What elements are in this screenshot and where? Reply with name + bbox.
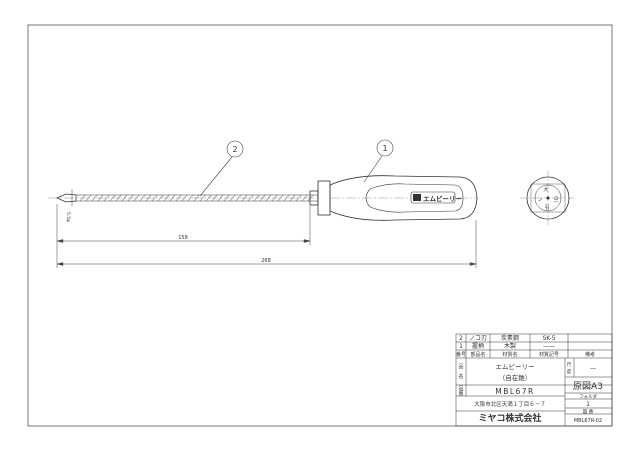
callout-2: 2 bbox=[199, 140, 244, 197]
flute-line bbox=[139, 194, 146, 202]
handle-collar bbox=[317, 180, 331, 216]
scale-label-2: 度 bbox=[567, 368, 572, 375]
scale-value: — bbox=[590, 365, 596, 372]
product-sub: （自在錐） bbox=[499, 373, 532, 382]
flute-line bbox=[193, 194, 200, 202]
folder-label: フォルダ bbox=[579, 393, 597, 400]
handle-grip-inner bbox=[365, 183, 464, 213]
product-name: エムビーリー bbox=[496, 362, 535, 371]
flute-line bbox=[241, 194, 248, 202]
flute-line bbox=[169, 194, 176, 202]
flute-line bbox=[115, 194, 122, 202]
company-address: 大阪市北区天満１丁目６－７ bbox=[474, 400, 546, 408]
row-1-no: 1 bbox=[459, 343, 463, 350]
flute-line bbox=[91, 194, 98, 202]
flute-line bbox=[235, 194, 242, 202]
flute-line bbox=[175, 194, 182, 202]
callout-2-label: 2 bbox=[232, 145, 237, 154]
flute-line bbox=[187, 194, 194, 202]
flute-line bbox=[133, 194, 140, 202]
end-mark-top: 大 bbox=[543, 186, 548, 193]
header-remarks: 備考 bbox=[585, 351, 595, 358]
flute-line bbox=[181, 194, 188, 202]
handle: エムビーリー bbox=[309, 175, 478, 221]
flute-line bbox=[151, 194, 158, 202]
flute-line bbox=[289, 194, 296, 202]
flute-line bbox=[211, 194, 218, 202]
flute-line bbox=[217, 194, 224, 202]
model-label-2: 番 bbox=[458, 390, 463, 397]
name-label-2: 名 bbox=[458, 373, 463, 380]
flute-line bbox=[103, 194, 110, 202]
row-1-name: 握柄 bbox=[472, 342, 484, 350]
flute-line bbox=[127, 194, 134, 202]
folder-value: 1 bbox=[586, 401, 590, 408]
header-name: 部品名 bbox=[470, 351, 485, 358]
callout-1-label: 1 bbox=[382, 144, 387, 153]
drawing-no-label: 図 番 bbox=[583, 408, 594, 415]
logo-mark-icon bbox=[413, 194, 421, 201]
drawing-number: MBL67R-02 bbox=[574, 418, 602, 424]
handle-logo-badge bbox=[410, 191, 456, 204]
drawing-size: 原図A3 bbox=[573, 381, 603, 392]
header-code: 材質記号 bbox=[539, 351, 559, 358]
end-view bbox=[520, 171, 576, 226]
drill-tip bbox=[56, 193, 77, 203]
flute-line bbox=[205, 194, 212, 202]
flute-line bbox=[307, 194, 314, 202]
flute-line bbox=[97, 194, 104, 202]
name-label-1: 品 bbox=[458, 364, 463, 370]
row-1-material: 木製 bbox=[504, 342, 516, 350]
flute-line bbox=[229, 194, 236, 202]
end-mark-left: ン bbox=[537, 197, 542, 203]
flute-line bbox=[259, 194, 266, 202]
model-number: MBL67R bbox=[495, 387, 535, 396]
row-2-code: SK-5 bbox=[542, 335, 555, 342]
row-2-no: 2 bbox=[459, 335, 463, 342]
flute-line bbox=[79, 194, 86, 202]
flute-line bbox=[163, 194, 170, 202]
row-2-material: 炭素鋼 bbox=[501, 334, 519, 342]
flute-line bbox=[247, 194, 254, 202]
row-2-name: ノコ刃 bbox=[469, 335, 487, 342]
dim-total-length: 268 bbox=[261, 258, 271, 264]
flute-line bbox=[145, 194, 152, 202]
flute-line bbox=[283, 194, 290, 202]
company-name: ミヤコ株式会社 bbox=[478, 412, 541, 424]
flute-line bbox=[301, 194, 308, 202]
model-label-1: 品 bbox=[458, 386, 463, 392]
flute-line bbox=[295, 194, 302, 202]
scale-label-1: 尺 bbox=[567, 362, 572, 368]
flute-line bbox=[265, 194, 272, 202]
title-block bbox=[455, 333, 613, 427]
dimension-lines bbox=[56, 189, 477, 268]
flute-line bbox=[253, 194, 260, 202]
drawing-frame bbox=[27, 24, 613, 427]
flute-line bbox=[199, 194, 206, 202]
dim-diameter: 5.5φ bbox=[65, 212, 71, 222]
row-1-code: —— bbox=[543, 343, 555, 350]
flute-line bbox=[109, 194, 116, 202]
flute-line bbox=[85, 194, 92, 202]
flute-line bbox=[157, 194, 164, 202]
flute-line bbox=[271, 194, 278, 202]
header-no: 番号 bbox=[456, 351, 466, 358]
end-mark-right: 旦 bbox=[553, 197, 558, 203]
flute-line bbox=[121, 194, 128, 202]
title-block-text: 2 ノコ刃 炭素鋼 SK-5 1 握柄 木製 —— 番号 部品名 材質名 材質記… bbox=[456, 334, 603, 424]
end-mark-bottom: 引 bbox=[544, 204, 549, 211]
flute-line bbox=[277, 194, 284, 202]
dim-drill-length: 158 bbox=[178, 235, 188, 241]
drill-bit bbox=[48, 193, 318, 203]
drill-flutes bbox=[79, 194, 314, 202]
handle-logo-text: エムビーリー bbox=[423, 194, 462, 203]
callout-1: 1 bbox=[363, 139, 394, 183]
flute-line bbox=[223, 194, 230, 202]
header-material: 材質名 bbox=[502, 351, 517, 358]
